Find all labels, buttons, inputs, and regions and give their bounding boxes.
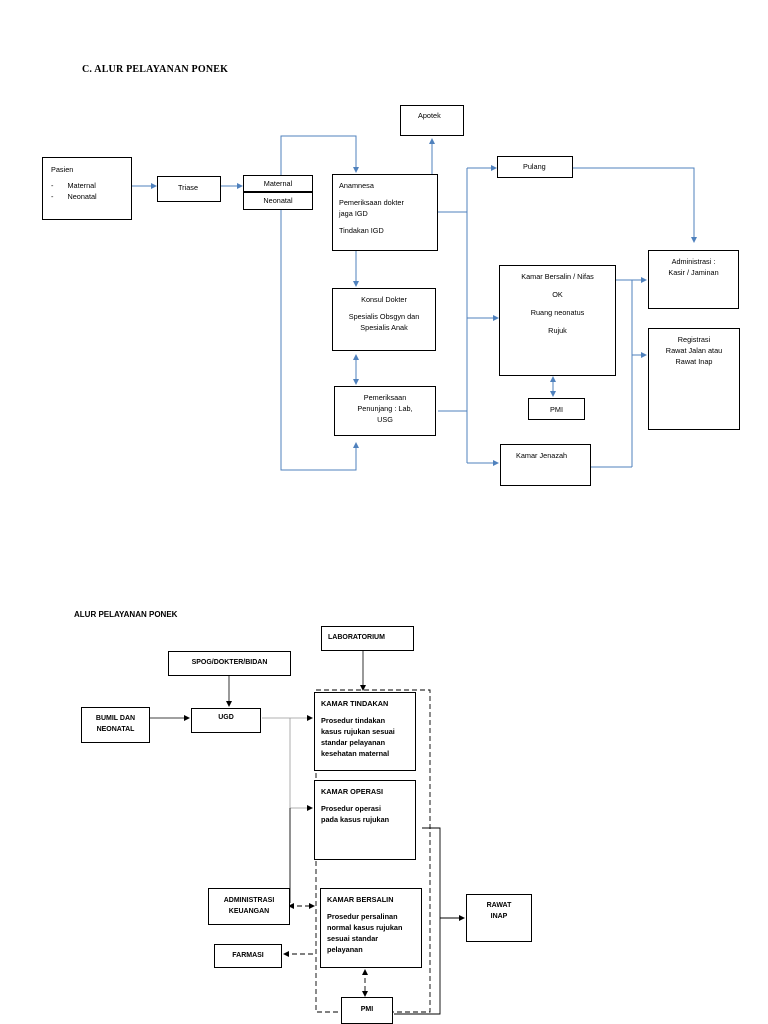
rawat-inap-line-1: RAWAT bbox=[486, 902, 512, 909]
penunjang-line-2: Penunjang : Lab, bbox=[357, 404, 413, 413]
kamar-operasi-box: KAMAR OPERASI Prosedur operasi pada kasu… bbox=[314, 780, 416, 860]
kamar-tindakan-box: KAMAR TINDAKAN Prosedur tindakan kasus r… bbox=[314, 692, 416, 771]
neonatal-box: Neonatal bbox=[243, 192, 313, 210]
kamar-operasi-desc-1: Prosedur operasi bbox=[321, 804, 382, 813]
maternal-box: Maternal bbox=[243, 175, 313, 192]
spog-label: SPOG/DOKTER/BIDAN bbox=[191, 659, 268, 666]
anamnesa-line-4: Tindakan IGD bbox=[339, 226, 384, 235]
triase-label: Triase bbox=[178, 183, 199, 192]
pmi2-box: PMI bbox=[341, 997, 393, 1024]
registrasi-line-1: Registrasi bbox=[677, 335, 711, 344]
kamar-bersalin2-desc-2: normal kasus rujukan bbox=[327, 923, 403, 932]
laboratorium-box: LABORATORIUM bbox=[321, 626, 414, 651]
pmi1-label: PMI bbox=[550, 405, 563, 414]
kamar-jenazah-box: Kamar Jenazah bbox=[500, 444, 591, 486]
registrasi-line-2: Rawat Jalan atau bbox=[665, 346, 723, 355]
administrasi-keuangan-box: ADMINISTRASI KEUANGAN bbox=[208, 888, 290, 925]
diagram2-title: ALUR PELAYANAN PONEK bbox=[74, 610, 178, 619]
konsul-line-1: Konsul Dokter bbox=[361, 295, 407, 304]
registrasi-line-3: Rawat Inap bbox=[675, 357, 713, 366]
kamar-bersalin-line-1: Kamar Bersalin / Nifas bbox=[521, 272, 594, 281]
triase-box: Triase bbox=[157, 176, 221, 202]
penunjang-box: Pemeriksaan Penunjang : Lab, USG bbox=[334, 386, 436, 436]
ugd-box: UGD bbox=[191, 708, 261, 733]
kamar-bersalin2-desc-4: pelayanan bbox=[327, 945, 363, 954]
pasien-label: Pasien bbox=[51, 165, 74, 174]
farmasi-label: FARMASI bbox=[232, 952, 264, 959]
laboratorium-label: LABORATORIUM bbox=[328, 634, 385, 641]
farmasi-box: FARMASI bbox=[214, 944, 282, 968]
kamar-tindakan-desc-1: Prosedur tindakan bbox=[321, 716, 386, 725]
diagram1-title: C. ALUR PELAYANAN PONEK bbox=[82, 64, 229, 75]
bumil-line-2: NEONATAL bbox=[96, 726, 135, 733]
kamar-bersalin-box: Kamar Bersalin / Nifas OK Ruang neonatus… bbox=[499, 265, 616, 376]
kamar-tindakan-desc-4: kesehatan maternal bbox=[321, 749, 390, 758]
kamar-bersalin2-desc-3: sesuai standar bbox=[327, 934, 379, 943]
rawat-inap-box: RAWAT INAP bbox=[466, 894, 532, 942]
neonatal-label: Neonatal bbox=[263, 196, 293, 205]
administrasi-keuangan-line-2: KEUANGAN bbox=[228, 908, 270, 915]
konsul-box: Konsul Dokter Spesialis Obsgyn dan Spesi… bbox=[332, 288, 436, 351]
anamnesa-line-2: Pemeriksaan dokter bbox=[339, 198, 404, 207]
administrasi-box: Administrasi : Kasir / Jaminan bbox=[648, 250, 739, 309]
kamar-bersalin-line-4: Rujuk bbox=[548, 326, 567, 335]
administrasi-line-2: Kasir / Jaminan bbox=[668, 268, 719, 277]
pasien-item-maternal: -Maternal bbox=[51, 181, 96, 190]
penunjang-line-1: Pemeriksaan bbox=[363, 393, 407, 402]
ugd-label: UGD bbox=[218, 714, 234, 721]
pulang-label: Pulang bbox=[523, 162, 546, 171]
kamar-tindakan-desc-3: standar pelayanan bbox=[321, 738, 386, 747]
bumil-box: BUMIL DAN NEONATAL bbox=[81, 707, 150, 743]
apotek-box: Apotek bbox=[400, 105, 464, 136]
maternal-label: Maternal bbox=[263, 179, 293, 188]
pmi2-label: PMI bbox=[360, 1006, 374, 1013]
kamar-operasi-desc-2: pada kasus rujukan bbox=[321, 815, 390, 824]
konsul-line-3: Spesialis Anak bbox=[360, 323, 408, 332]
rawat-inap-line-2: INAP bbox=[490, 913, 508, 920]
kamar-tindakan-title: KAMAR TINDAKAN bbox=[321, 699, 389, 708]
kamar-bersalin-line-3: Ruang neonatus bbox=[530, 308, 585, 317]
bumil-line-1: BUMIL DAN bbox=[95, 715, 136, 722]
kamar-bersalin-line-2: OK bbox=[552, 290, 563, 299]
kamar-operasi-title: KAMAR OPERASI bbox=[321, 787, 384, 796]
pasien-item-neonatal: -Neonatal bbox=[51, 192, 97, 201]
spog-box: SPOG/DOKTER/BIDAN bbox=[168, 651, 291, 676]
penunjang-line-3: USG bbox=[377, 415, 393, 424]
kamar-bersalin2-box: KAMAR BERSALIN Prosedur persalinan norma… bbox=[320, 888, 422, 968]
kamar-bersalin2-title: KAMAR BERSALIN bbox=[327, 895, 394, 904]
kamar-jenazah-label: Kamar Jenazah bbox=[516, 451, 568, 460]
kamar-bersalin2-desc-1: Prosedur persalinan bbox=[327, 912, 398, 921]
anamnesa-line-1: Anamnesa bbox=[339, 181, 374, 190]
registrasi-box: Registrasi Rawat Jalan atau Rawat Inap bbox=[648, 328, 740, 430]
administrasi-keuangan-line-1: ADMINISTRASI bbox=[223, 897, 275, 904]
anamnesa-line-3: jaga IGD bbox=[339, 209, 368, 218]
pmi1-box: PMI bbox=[528, 398, 585, 420]
administrasi-line-1: Administrasi : bbox=[671, 257, 716, 266]
kamar-tindakan-desc-2: kasus rujukan sesuai bbox=[321, 727, 395, 736]
anamnesa-box: Anamnesa Pemeriksaan dokter jaga IGD Tin… bbox=[332, 174, 438, 251]
apotek-label: Apotek bbox=[418, 111, 441, 120]
pasien-box: Pasien -Maternal -Neonatal bbox=[42, 157, 132, 220]
pulang-box: Pulang bbox=[497, 156, 573, 178]
konsul-line-2: Spesialis Obsgyn dan bbox=[348, 312, 420, 321]
